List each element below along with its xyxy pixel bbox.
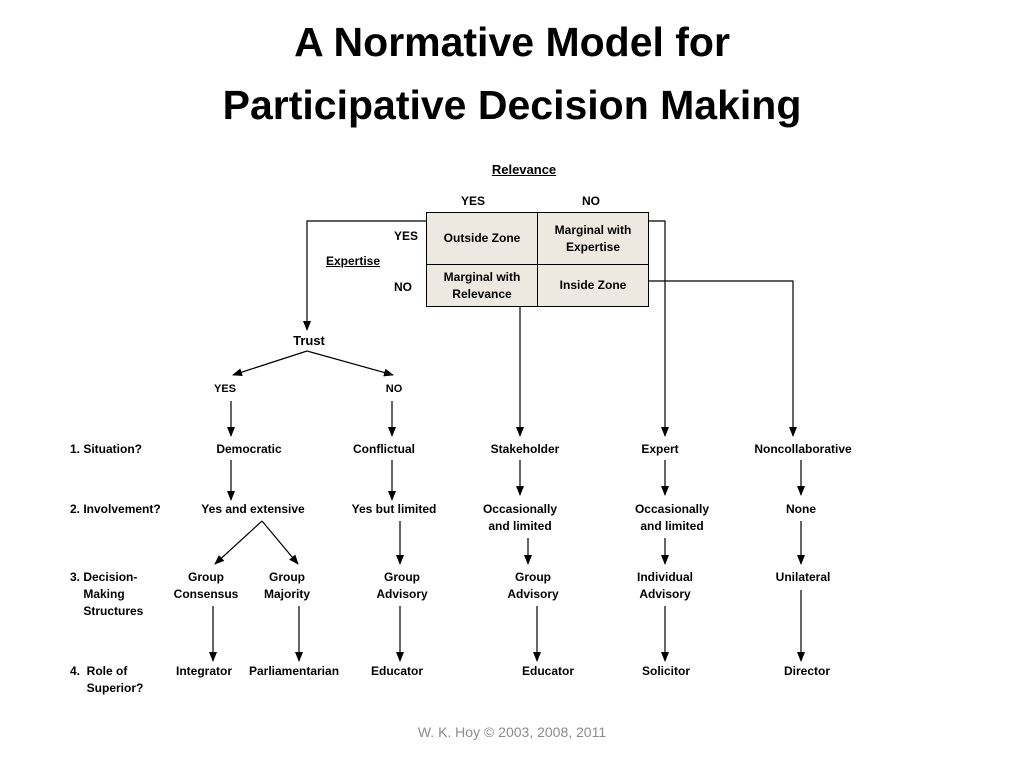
- connector-expertise-to-expert: [649, 220, 669, 437]
- connector-trust-to-no: [306, 350, 394, 377]
- situation-noncollaborative: Noncollaborative: [754, 442, 852, 456]
- connector-trust-to-yes: [232, 350, 308, 377]
- row-label-situation: 1. Situation?: [70, 442, 142, 456]
- trust-label: Trust: [293, 333, 325, 348]
- involvement-conflictual: Yes but limited: [351, 502, 437, 516]
- structure-group-consensus: Group Consensus: [173, 570, 239, 601]
- slide-title-line-2: Participative Decision Making: [222, 82, 802, 128]
- role-expert: Solicitor: [641, 664, 691, 678]
- connector-democratic-to-majority: [261, 520, 299, 565]
- role-integrator: Integrator: [175, 664, 233, 678]
- slide-title-line-1: A Normative Model for: [294, 19, 730, 65]
- expertise-yes-label: YES: [394, 229, 419, 243]
- structure-noncollaborative: Unilateral: [775, 570, 831, 584]
- marginal-with-expertise-label: Marginal with Expertise: [554, 222, 632, 254]
- situation-expert: Expert: [641, 442, 679, 456]
- structure-stakeholder: Group Advisory: [507, 570, 559, 601]
- copyright-credit: W. K. Hoy © 2003, 2008, 2011: [417, 724, 607, 740]
- role-conflictual: Educator: [370, 664, 424, 678]
- matrix-cell-marginal-with-expertise: Marginal with Expertise: [537, 212, 649, 265]
- involvement-noncollaborative: None: [786, 502, 816, 516]
- row-label-role-of-superior: 4. Role of Superior?: [70, 664, 144, 695]
- involvement-expert: Occasionally and limited: [634, 502, 710, 533]
- situation-democratic: Democratic: [216, 442, 282, 456]
- trust-yes-label: YES: [213, 383, 237, 395]
- matrix-cell-inside-zone: Inside Zone: [537, 264, 649, 307]
- inside-zone-label: Inside Zone: [559, 278, 627, 292]
- involvement-stakeholder: Occasionally and limited: [482, 502, 558, 533]
- role-parliamentarian: Parliamentarian: [248, 664, 340, 678]
- expertise-no-label: NO: [394, 280, 412, 294]
- marginal-with-relevance-label: Marginal with Relevance: [443, 269, 521, 301]
- situation-conflictual: Conflictual: [353, 442, 415, 456]
- connector-inside-zone-to-noncollaborative: [649, 280, 797, 437]
- connector-outside-zone-to-trust: [303, 220, 427, 331]
- row-label-decision-structures: 3. Decision- Making Structures: [70, 570, 144, 618]
- matrix-cell-marginal-with-relevance: Marginal with Relevance: [426, 264, 538, 307]
- situation-stakeholder: Stakeholder: [490, 442, 560, 456]
- role-stakeholder: Educator: [521, 664, 575, 678]
- structure-conflictual: Group Advisory: [376, 570, 428, 601]
- relevance-no-label: NO: [582, 194, 600, 208]
- expertise-header: Expertise: [326, 254, 381, 268]
- row-label-involvement: 2. Involvement?: [70, 502, 161, 516]
- trust-no-label: NO: [385, 383, 403, 395]
- involvement-democratic: Yes and extensive: [201, 502, 305, 516]
- relevance-header: Relevance: [491, 162, 557, 177]
- relevance-yes-label: YES: [460, 194, 486, 208]
- connector-democratic-to-consensus: [214, 520, 263, 565]
- structure-expert: Individual Advisory: [636, 570, 694, 601]
- role-noncollaborative: Director: [783, 664, 831, 678]
- matrix-cell-outside-zone: Outside Zone: [426, 212, 538, 265]
- outside-zone-label: Outside Zone: [443, 231, 521, 245]
- structure-group-majority: Group Majority: [263, 570, 311, 601]
